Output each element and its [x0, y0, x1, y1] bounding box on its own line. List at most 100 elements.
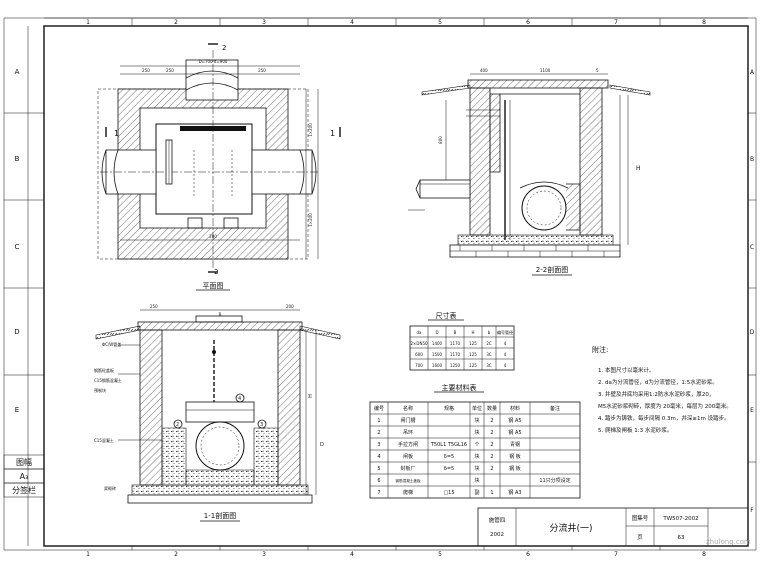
- s11-dim: H: [308, 394, 314, 398]
- material-header: 规格: [444, 405, 454, 412]
- note-item: 5. 爬梯及闸板 1:3 水泥砂浆。: [598, 426, 672, 434]
- dim-cell: 3C: [486, 352, 492, 357]
- column-markers-top: 1 2 3 4 5 6 7 8: [44, 17, 748, 26]
- notes: 附注: 1. 本图尺寸以毫米计。 2. da为分流管径，d为分流管径，1:5水泥…: [592, 345, 732, 434]
- strip-label-value: A₃: [20, 472, 29, 481]
- col-label: 3: [262, 19, 266, 26]
- s22-dim: 5: [596, 68, 599, 73]
- dim-cell: 2×DN50: [410, 341, 428, 346]
- material-cell: 吊环: [403, 430, 413, 436]
- col-label: 6: [526, 19, 530, 26]
- section-mark-2: 2: [214, 268, 218, 276]
- col-label: 3: [262, 551, 266, 558]
- left-strip: 图幅 A₃ 分签栏: [3, 454, 45, 498]
- s22-dim: 400: [480, 68, 488, 73]
- atlas-code: TW507-2002: [662, 516, 698, 522]
- material-cell: 块: [474, 417, 479, 424]
- note-item: 4. 踏步为铸铁，每步间隔 0.3m，井深≥1m 设踏步。: [598, 414, 730, 422]
- material-cell: 1: [490, 490, 493, 496]
- material-cell: 块: [474, 453, 479, 460]
- callout: 2: [176, 422, 179, 428]
- material-cell: 闸门槽: [400, 417, 415, 424]
- material-cell: 青钢: [510, 441, 520, 448]
- s11-dim: D: [320, 442, 324, 448]
- dim-table-title: 尺寸表: [436, 311, 457, 320]
- plan-dim-label: 1×200: [308, 213, 313, 227]
- section-1-1: 4 2 3 ΦC/W管盖 钢筋砼盖板 C15钢筋混凝土 预制块 C15混凝土 浆…: [94, 304, 341, 522]
- col-label: 2: [174, 551, 178, 558]
- material-cell: 3: [377, 442, 380, 448]
- material-cell: δ=5: [444, 454, 454, 460]
- plan-view: D=700 d=900 250 250 250 1×200 1×200 200 …: [97, 43, 341, 291]
- title-block: 施管四 2002 分流井(一) 图集号 TW507-2002 页 63: [477, 507, 749, 547]
- plan-dim-label: 250: [166, 68, 174, 73]
- material-header: 备注: [550, 405, 560, 412]
- row-label: E: [15, 406, 19, 414]
- dim-cell: 700: [415, 363, 423, 368]
- material-cell: 钢 板: [509, 465, 521, 472]
- material-cell: 钢 板: [509, 453, 521, 460]
- atlas-no-label: 图集号: [632, 514, 649, 522]
- col-label: 1: [86, 551, 90, 558]
- material-cell: 钢筋混凝土盖板: [395, 478, 421, 483]
- s11-label: 浆砌砖: [104, 485, 116, 491]
- material-table-title: 主要材料表: [442, 383, 477, 392]
- dim-cell: b: [488, 330, 491, 335]
- col-label: 5: [438, 19, 442, 26]
- col-label: 4: [350, 551, 354, 558]
- section-22-title: 2-2剖面图: [536, 265, 568, 274]
- row-label: A: [750, 69, 755, 76]
- material-cell: 2: [490, 466, 493, 472]
- dimension-table: 尺寸表 da D B H b 编号管径 2×DN50 1400 1170 125…: [409, 311, 515, 371]
- material-cell: □15: [443, 490, 454, 496]
- row-markers-left: A B C D E: [4, 26, 44, 546]
- material-header: 单位: [472, 405, 482, 412]
- section-mark-1: 1: [114, 129, 119, 138]
- material-cell: 2: [490, 430, 493, 436]
- page-number: 63: [678, 535, 685, 541]
- plan-dim-label: 250: [142, 68, 150, 73]
- material-cell: 副: [474, 489, 479, 496]
- dim-cell: 125: [469, 352, 477, 357]
- row-label: D: [14, 328, 19, 336]
- s11-label: C15钢筋混凝土: [94, 377, 122, 383]
- plan-dim-label: 250: [258, 68, 266, 73]
- material-cell: δ=5: [444, 466, 454, 472]
- material-cell: 爬梯: [403, 489, 413, 496]
- material-cell: 闸板: [403, 453, 413, 460]
- dim-cell: 4: [504, 341, 507, 346]
- note-item: 1. 本图尺寸以毫米计。: [598, 366, 655, 374]
- dim-cell: 600: [415, 352, 423, 357]
- material-cell: 手拉方闸: [398, 441, 418, 448]
- plan-title: 平面图: [203, 282, 224, 290]
- row-label: C: [750, 244, 754, 251]
- note-item: 2. da为分流管径，d为分流管径，1:5水泥砂浆。: [598, 378, 718, 386]
- material-cell: 钢 A5: [508, 417, 521, 424]
- material-cell: 块: [474, 477, 479, 484]
- section-11-title: 1-1剖面图: [204, 511, 236, 520]
- dim-cell: 1400: [432, 341, 443, 346]
- material-cell: 个: [474, 442, 479, 448]
- plan-dim-label: D=700 d=900: [199, 59, 228, 64]
- dim-cell: 1500: [432, 352, 443, 357]
- s11-label: 钢筋砼盖板: [94, 367, 114, 373]
- watermark: zhulong.com: [706, 538, 751, 546]
- col-label: 1: [86, 19, 90, 26]
- dim-cell: 3C: [486, 363, 492, 368]
- row-label: D: [750, 329, 755, 336]
- material-cell: 2: [377, 430, 380, 436]
- material-cell: T50L1 T5GL16: [430, 442, 467, 448]
- section-2-2: H 400 1100 5 800 2-2剖面图: [408, 68, 651, 276]
- material-cell: 钢 A5: [508, 429, 521, 436]
- drawing-title: 分流井(一): [549, 522, 592, 534]
- row-label: A: [15, 68, 20, 76]
- material-cell: 5: [377, 466, 380, 472]
- dim-cell: 4: [504, 363, 507, 368]
- row-label: E: [750, 407, 754, 414]
- dim-cell: 编号管径: [497, 329, 513, 335]
- dim-cell: D: [435, 330, 438, 335]
- s11-label: ΦC/W管盖: [102, 341, 121, 347]
- title-block-year: 2002: [490, 532, 504, 538]
